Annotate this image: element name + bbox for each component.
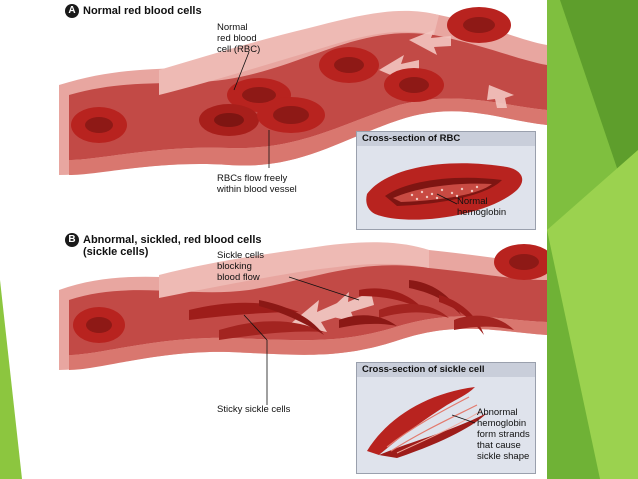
- rbc-cross-section-inset: Cross-section of RBC Normal hemoglobin: [356, 131, 536, 230]
- panel-b-title-line-2: (sickle cells): [83, 246, 149, 258]
- sickle-cross-section-drawing: [367, 387, 487, 458]
- green-left-accent: [0, 280, 22, 479]
- block-label-line-3: blood flow: [217, 272, 260, 283]
- block-label: Sickle cells blocking blood flow: [217, 250, 264, 283]
- panel-b-vessel: [59, 242, 547, 405]
- flow-label-line-2: within blood vessel: [217, 184, 297, 195]
- rbc-inset-title: Cross-section of RBC: [357, 132, 535, 146]
- block-label-line-1: Sickle cells: [217, 250, 264, 261]
- panel-a-title: Normal red blood cells: [83, 5, 202, 17]
- rbc-label: Normal red blood cell (RBC): [217, 22, 260, 55]
- green-right-facet-2: [547, 150, 638, 479]
- sickle-cell-figure: A Normal red blood cells Normal red bloo…: [59, 0, 547, 479]
- panel-b-title-line-1: Abnormal, sickled, red blood cells: [83, 234, 262, 246]
- rbc-cells-a: [71, 7, 511, 143]
- rbc-inset-label: Normal hemoglobin: [457, 196, 506, 218]
- flow-label: RBCs flow freely within blood vessel: [217, 173, 297, 195]
- sticky-label: Sticky sickle cells: [217, 404, 291, 415]
- panel-a-vessel: [59, 7, 547, 175]
- sickle-inset-title: Cross-section of sickle cell: [357, 363, 535, 377]
- sickle-inset-label-line-4: that cause: [477, 440, 521, 451]
- sickle-inset-label-line-3: form strands: [477, 429, 530, 440]
- rbc-label-line-2: red blood: [217, 33, 257, 44]
- panel-b-letter: B: [65, 233, 79, 247]
- flow-label-line-1: RBCs flow freely: [217, 173, 288, 184]
- rbc-inset-label-line-1: Normal: [457, 196, 488, 207]
- sickle-inset-label-line-2: hemoglobin: [477, 418, 527, 429]
- block-pointer: [288, 276, 360, 301]
- sickle-cross-section-inset: Cross-section of sickle cell Abnormal he…: [356, 362, 536, 474]
- blocked-flow-arrows: [289, 292, 374, 332]
- sickle-inset-label-line-1: Abnormal: [477, 407, 518, 418]
- green-right-facet-3: [547, 230, 600, 479]
- sticky-pointer-2: [243, 314, 268, 341]
- panel-a-letter: A: [65, 4, 79, 18]
- rbc-pointer: [233, 51, 250, 91]
- block-label-line-2: blocking: [217, 261, 252, 272]
- rbc-inset-label-line-2: hemoglobin: [457, 207, 507, 218]
- sickle-cells-b: [73, 244, 547, 343]
- rbc-label-line-3: cell (RBC): [217, 44, 261, 55]
- rbc-cross-section-drawing: [366, 163, 523, 220]
- sickle-inset-label-line-5: sickle shape: [477, 451, 530, 462]
- flow-arrows: [379, 30, 514, 108]
- rbc-label-line-1: Normal: [217, 22, 248, 33]
- sickle-inset-label: Abnormal hemoglobin form strands that ca…: [477, 407, 530, 462]
- vessel-illustration: [59, 7, 547, 405]
